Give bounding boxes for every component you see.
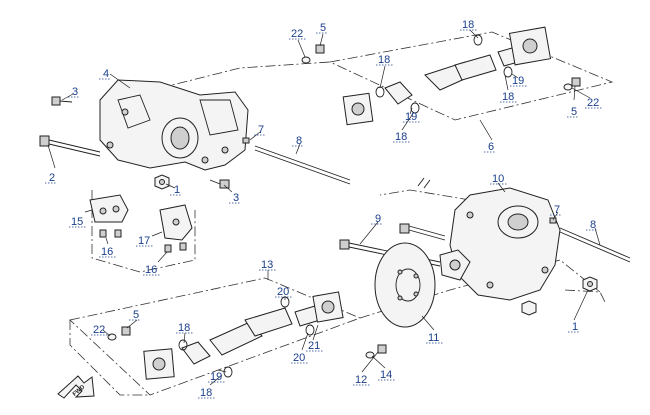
callout-label[interactable]: 18 xyxy=(395,131,407,143)
bolt-5-right xyxy=(571,77,581,87)
nut-1-left xyxy=(154,174,170,190)
washer-22-bottom xyxy=(107,333,117,341)
pin-7-upper xyxy=(242,137,250,144)
callout-label[interactable]: 22 xyxy=(93,324,105,336)
callout-label[interactable]: 7 xyxy=(554,204,560,216)
washer-22-top xyxy=(301,56,311,64)
brake-disc xyxy=(374,242,436,328)
callout-underlines xyxy=(45,29,603,399)
frame-diff-link xyxy=(379,189,471,201)
bracket-15 xyxy=(89,194,129,223)
callout-label[interactable]: 11 xyxy=(428,332,439,344)
pin-7-right xyxy=(549,217,557,224)
bolt-3-upper xyxy=(51,96,73,106)
callout-label[interactable]: 18 xyxy=(378,54,390,66)
bolt-5-bottom xyxy=(121,326,131,336)
callout-label[interactable]: 19 xyxy=(512,75,524,87)
leader-lines xyxy=(47,29,601,386)
callout-label[interactable]: 5 xyxy=(133,309,139,321)
callout-label[interactable]: 1 xyxy=(174,184,180,196)
callout-label[interactable]: 16 xyxy=(145,264,157,276)
callout-label[interactable]: 1 xyxy=(572,321,578,333)
front-differential xyxy=(439,187,561,301)
rear-differential xyxy=(99,79,249,171)
callout-label[interactable]: 10 xyxy=(492,173,504,185)
bolts-16 xyxy=(99,229,187,253)
callout-label[interactable]: 2 xyxy=(49,172,55,184)
callout-label[interactable]: 3 xyxy=(233,192,239,204)
frame-link-top xyxy=(159,61,331,89)
bolt-12 xyxy=(377,344,387,354)
frame-bracket-group xyxy=(91,190,196,273)
callout-label[interactable]: 21 xyxy=(308,340,320,352)
frame-front-edge xyxy=(69,320,150,396)
callout-label[interactable]: 16 xyxy=(101,246,113,258)
rear-propshaft xyxy=(342,26,552,126)
callout-label[interactable]: 9 xyxy=(375,213,381,225)
nut-front-diff xyxy=(521,300,537,316)
callout-label[interactable]: 18 xyxy=(462,19,474,31)
callout-label[interactable]: 3 xyxy=(72,86,78,98)
washer-14 xyxy=(365,351,375,359)
callout-labels: 1 1 2 3 3 4 5 5 5 6 7 7 8 8 9 10 11 12 1… xyxy=(49,19,599,399)
frame-front-nut-link xyxy=(564,289,606,303)
bolt-5-top xyxy=(315,44,325,54)
callout-label[interactable]: 17 xyxy=(138,235,150,247)
callout-label[interactable]: 18 xyxy=(178,322,190,334)
callout-label[interactable]: 12 xyxy=(355,374,367,386)
front-propshaft xyxy=(143,291,344,380)
callout-label[interactable]: 14 xyxy=(380,369,392,381)
callout-label[interactable]: 15 xyxy=(71,216,83,228)
break-mark xyxy=(417,177,431,189)
washer-22-right xyxy=(563,83,573,91)
rod-8-upper xyxy=(254,145,351,185)
callout-label[interactable]: 18 xyxy=(502,91,514,103)
callout-label[interactable]: 19 xyxy=(210,371,222,383)
fwd-arrow: FWD xyxy=(57,375,95,399)
callout-label[interactable]: 19 xyxy=(405,111,417,123)
frame-rear-propshaft xyxy=(328,31,614,121)
nut-1-right xyxy=(582,276,598,292)
snaprings-18-19-top xyxy=(375,34,513,114)
callout-label[interactable]: 20 xyxy=(293,352,305,364)
callout-label[interactable]: 20 xyxy=(277,286,289,298)
callout-label[interactable]: 5 xyxy=(320,22,326,34)
bolt-long-2 xyxy=(39,135,101,157)
callout-label[interactable]: 18 xyxy=(200,387,212,399)
callout-label[interactable]: 7 xyxy=(258,124,264,136)
callout-label[interactable]: 8 xyxy=(296,135,302,147)
callout-label[interactable]: 13 xyxy=(261,259,273,271)
bracket-17 xyxy=(159,204,193,241)
callout-label[interactable]: 8 xyxy=(590,219,596,231)
bolt-3-lower xyxy=(209,179,230,189)
callout-label[interactable]: 22 xyxy=(587,97,599,109)
callout-label[interactable]: 22 xyxy=(291,28,303,40)
callout-label[interactable]: 6 xyxy=(488,141,494,153)
callout-label[interactable]: 4 xyxy=(103,68,109,80)
callout-label[interactable]: 5 xyxy=(571,106,577,118)
rod-8-right xyxy=(559,227,631,263)
